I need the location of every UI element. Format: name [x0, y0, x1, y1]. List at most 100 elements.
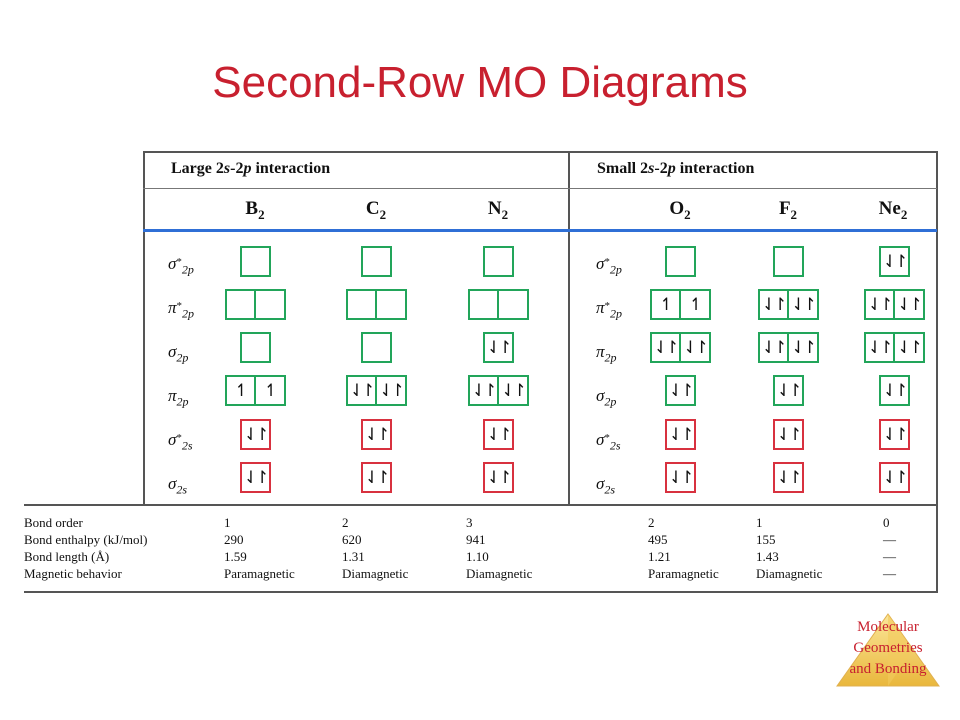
orbital-box-n2: ⇃↾	[482, 332, 514, 363]
electron-cell	[467, 289, 499, 320]
electron-cell: ⇃↾	[894, 332, 925, 363]
orbital-label: σ2p	[168, 342, 189, 365]
orbital-box-b2: ↿↿	[224, 375, 286, 406]
property-value: 155	[756, 532, 776, 547]
electron-cell: ⇃↾	[360, 462, 392, 493]
property-value: 1.59	[224, 549, 247, 564]
electron-cell: ⇃↾	[680, 332, 711, 363]
orbital-box-n2: ⇃↾	[482, 462, 514, 493]
property-label-bond-order: Bond order	[24, 515, 83, 530]
electron-cell	[498, 289, 529, 320]
electron-cell: ⇃↾	[772, 462, 804, 493]
property-value: 1.10	[466, 549, 489, 564]
electron-cell: ↿	[224, 375, 256, 406]
electron-cell: ⇃↾	[649, 332, 681, 363]
electron-cell: ⇃↾	[498, 375, 529, 406]
orbital-box-n2	[467, 289, 529, 320]
electron-cell: ⇃↾	[482, 419, 514, 450]
frame-right	[936, 151, 938, 593]
orbital-label: σ2p	[596, 386, 617, 409]
electron-cell: ⇃↾	[772, 375, 804, 406]
electron-cell	[224, 289, 256, 320]
electron-cell: ⇃↾	[878, 375, 910, 406]
molecule-f2: F2	[778, 198, 798, 222]
orbital-box-ne2: ⇃↾	[878, 246, 910, 277]
orbital-label: σ*2s	[596, 430, 621, 453]
property-value: Diamagnetic	[756, 566, 823, 581]
table-bottom	[24, 591, 937, 593]
orbital-label: σ*2s	[168, 430, 193, 453]
property-value: 1	[756, 515, 763, 530]
slide-title: Second-Row MO Diagrams	[212, 58, 748, 107]
electron-cell: ⇃↾	[757, 332, 789, 363]
orbital-box-ne2: ⇃↾	[878, 462, 910, 493]
electron-cell	[255, 289, 286, 320]
orbital-box-ne2: ⇃↾	[878, 375, 910, 406]
corner-triangle-decoration	[836, 613, 940, 687]
corner-caption: Molecular Geometries and Bonding	[849, 619, 927, 677]
orbital-box-b2	[239, 332, 271, 363]
electron-cell: ⇃↾	[239, 419, 271, 450]
property-value: Paramagnetic	[224, 566, 295, 581]
orbital-box-f2	[772, 246, 804, 277]
molecule-c2: C2	[365, 198, 387, 222]
property-value: —	[883, 549, 896, 564]
orbital-box-ne2: ⇃↾⇃↾	[863, 289, 925, 320]
frame-top	[143, 151, 937, 153]
electron-cell: ⇃↾	[772, 419, 804, 450]
property-value: 0	[883, 515, 890, 530]
orbital-label: π2p	[596, 342, 617, 365]
electron-cell: ⇃↾	[360, 419, 392, 450]
orbital-box-o2	[664, 246, 696, 277]
electron-cell: ⇃↾	[664, 462, 696, 493]
electron-cell: ⇃↾	[239, 462, 271, 493]
orbital-box-ne2: ⇃↾	[878, 419, 910, 450]
property-value: 1	[224, 515, 231, 530]
orbital-box-o2: ⇃↾⇃↾	[649, 332, 711, 363]
orbital-box-n2	[482, 246, 514, 277]
orbital-label: σ2s	[596, 474, 616, 497]
orbital-box-f2: ⇃↾⇃↾	[757, 332, 819, 363]
electron-cell: ↿	[255, 375, 286, 406]
property-value: 1.21	[648, 549, 671, 564]
property-value: Diamagnetic	[342, 566, 409, 581]
orbital-box-c2	[360, 332, 392, 363]
electron-cell: ⇃↾	[788, 332, 819, 363]
electron-cell	[376, 289, 407, 320]
header-small-interaction: Small 2s-2p interaction	[597, 160, 755, 177]
electron-cell	[664, 246, 696, 277]
orbital-box-b2	[239, 246, 271, 277]
orbital-box-f2: ⇃↾	[772, 375, 804, 406]
electron-cell	[482, 246, 514, 277]
orbital-box-f2: ⇃↾	[772, 462, 804, 493]
orbital-box-o2: ⇃↾	[664, 462, 696, 493]
electron-cell	[345, 289, 377, 320]
molecule-b2: B2	[245, 198, 265, 222]
molecule-ne2: Ne2	[878, 198, 908, 222]
orbital-box-o2: ↿↿	[649, 289, 711, 320]
property-value: Paramagnetic	[648, 566, 719, 581]
electron-cell: ⇃↾	[482, 332, 514, 363]
property-value: —	[883, 566, 896, 581]
electron-cell: ⇃↾	[863, 289, 895, 320]
property-label-magnetic: Magnetic behavior	[24, 566, 122, 581]
property-value: 495	[648, 532, 668, 547]
property-label-bond-length: Bond length (Å)	[24, 549, 110, 564]
electron-cell	[239, 332, 271, 363]
electron-cell: ↿	[680, 289, 711, 320]
electron-cell	[772, 246, 804, 277]
electron-cell: ⇃↾	[345, 375, 377, 406]
property-value: —	[883, 532, 896, 547]
orbital-box-b2: ⇃↾	[239, 419, 271, 450]
orbital-box-c2	[345, 289, 407, 320]
electron-cell: ↿	[649, 289, 681, 320]
header-rule	[143, 229, 937, 232]
electron-cell: ⇃↾	[894, 289, 925, 320]
orbital-label: σ2s	[168, 474, 188, 497]
electron-cell: ⇃↾	[664, 375, 696, 406]
electron-cell: ⇃↾	[878, 462, 910, 493]
orbital-box-c2	[360, 246, 392, 277]
orbital-box-b2: ⇃↾	[239, 462, 271, 493]
header-large-interaction: Large 2s-2p interaction	[171, 160, 331, 177]
property-value: 290	[224, 532, 244, 547]
